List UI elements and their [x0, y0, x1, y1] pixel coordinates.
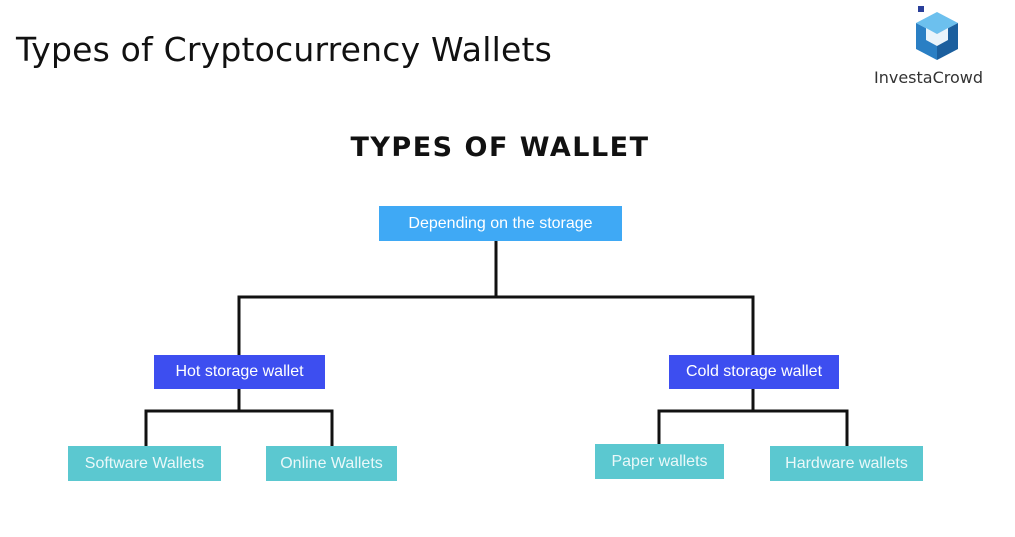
cube-logo-icon — [916, 6, 958, 60]
node-hardware-wallets: Hardware wallets — [770, 446, 923, 481]
node-cold-storage-wallet: Cold storage wallet — [669, 355, 839, 389]
node-paper-wallets: Paper wallets — [595, 444, 724, 479]
brand-name: InvestaCrowd — [874, 68, 984, 87]
node-software-wallets: Software Wallets — [68, 446, 221, 481]
diagram-heading: TYPES OF WALLET — [350, 132, 650, 163]
node-root-storage: Depending on the storage — [379, 206, 622, 241]
node-online-wallets: Online Wallets — [266, 446, 397, 481]
brand-logo: InvestaCrowd — [868, 4, 1008, 90]
node-hot-storage-wallet: Hot storage wallet — [154, 355, 325, 389]
page-title: Types of Cryptocurrency Wallets — [16, 30, 552, 69]
